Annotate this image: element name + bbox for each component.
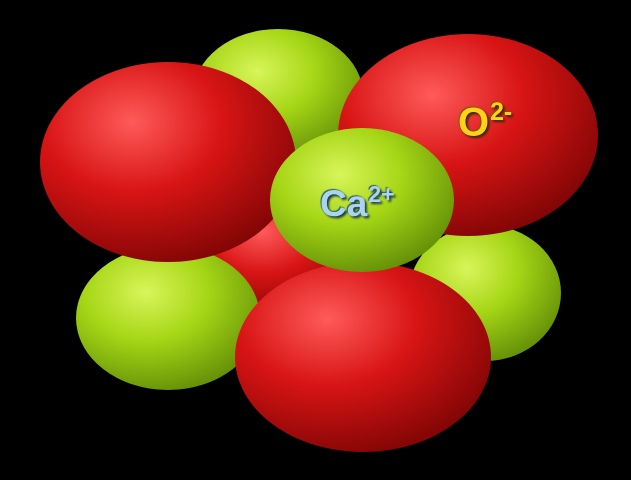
oxide-ion-bottom bbox=[235, 262, 491, 452]
oxide-charge: 2- bbox=[490, 99, 513, 126]
oxide-ion-top-left bbox=[40, 62, 296, 262]
calcium-ion-center bbox=[270, 128, 454, 272]
calcium-ion-label: Ca2+ bbox=[320, 181, 395, 225]
calcium-ion-left bbox=[76, 246, 260, 390]
calcium-symbol: Ca bbox=[320, 183, 368, 225]
calcium-charge: 2+ bbox=[368, 181, 395, 207]
oxide-symbol: O bbox=[458, 100, 490, 145]
oxide-ion-label: O2- bbox=[458, 99, 513, 145]
